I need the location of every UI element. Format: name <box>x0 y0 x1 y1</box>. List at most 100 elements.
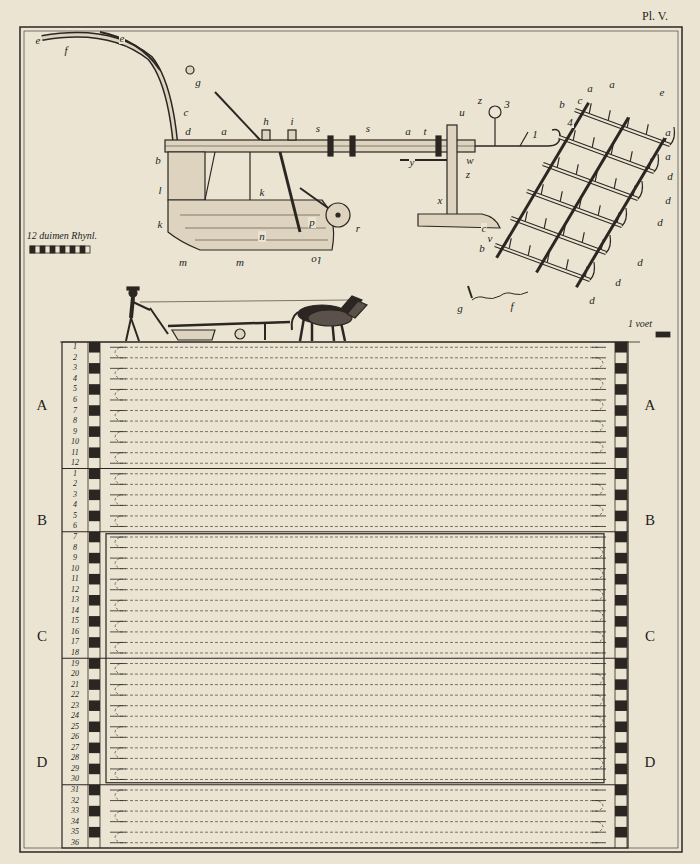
field-plan <box>62 658 628 659</box>
field-plan <box>110 695 126 696</box>
field-plan <box>615 785 627 796</box>
harrow-drawing <box>528 245 530 255</box>
field-plan <box>110 610 126 611</box>
field-plan <box>120 547 598 548</box>
field-plan <box>110 442 126 443</box>
field-plan <box>110 421 126 422</box>
plough-drawing <box>168 200 334 250</box>
plough-drawing <box>165 146 475 147</box>
field-plan <box>115 347 120 358</box>
field-plan <box>110 832 126 833</box>
row-number: 29 <box>70 765 80 773</box>
plough-drawing <box>280 152 300 232</box>
field-plan <box>115 537 120 548</box>
part-letter: m <box>178 257 188 268</box>
field-plan <box>615 743 627 754</box>
scale-bar <box>60 246 65 253</box>
part-letter: d <box>588 295 596 306</box>
row-number: 18 <box>70 649 80 657</box>
field-plan <box>120 726 598 727</box>
field-plan <box>89 722 100 733</box>
part-letter: c <box>577 95 584 106</box>
field-plan <box>89 469 100 480</box>
plough-drawing <box>288 130 296 140</box>
part-letter: z <box>465 169 471 180</box>
field-plan <box>110 716 126 717</box>
field-plan <box>110 705 126 706</box>
field-plan <box>110 758 126 759</box>
row-number: 8 <box>72 417 78 425</box>
part-letter: d <box>656 217 664 228</box>
field-plan <box>592 347 606 348</box>
field-letter: A <box>644 398 657 413</box>
field-plan <box>615 447 627 458</box>
field-plan <box>598 590 603 601</box>
field-plan <box>89 700 100 711</box>
harrow-drawing <box>537 118 629 273</box>
plough-drawing <box>350 136 355 156</box>
harrow-drawing <box>592 137 594 147</box>
field-plan <box>120 811 598 812</box>
part-letter: f <box>63 45 68 56</box>
harrow-drawing <box>525 211 527 221</box>
part-letter: a <box>586 83 594 94</box>
field-plan <box>615 679 627 690</box>
part-letter: m <box>235 257 245 268</box>
row-number: 23 <box>70 702 80 710</box>
plough-drawing <box>100 32 160 70</box>
row-number: 12 <box>70 586 80 594</box>
row-number: 3 <box>72 364 78 372</box>
field-plan <box>115 706 120 717</box>
plough-drawing <box>262 130 270 140</box>
scale-bar <box>70 246 75 253</box>
field-plan <box>110 347 126 348</box>
part-letter: s <box>315 123 321 134</box>
row-number: 2 <box>72 480 78 488</box>
field-plan <box>110 790 126 791</box>
field-plan <box>598 505 603 516</box>
harrow-drawing <box>557 157 559 167</box>
field-plan <box>110 800 126 801</box>
part-letter: 4 <box>566 117 574 128</box>
plough-drawing <box>336 213 340 217</box>
field-plan <box>120 631 598 632</box>
field-plan <box>106 534 604 783</box>
field-plan <box>115 495 120 506</box>
field-plan <box>592 431 606 432</box>
part-letter: o <box>310 253 318 264</box>
ploughman-scene <box>131 297 133 318</box>
field-plan <box>592 368 606 369</box>
field-plan <box>115 558 120 569</box>
field-plan <box>598 400 603 411</box>
field-plan <box>120 800 598 801</box>
field-plan <box>120 526 598 527</box>
part-letter: y <box>409 157 416 168</box>
ploughman-scene <box>133 302 150 310</box>
harrow-drawing <box>598 205 600 215</box>
field-plan <box>120 537 598 538</box>
field-plan <box>592 726 606 727</box>
row-number: 15 <box>70 617 80 625</box>
field-plan <box>89 827 100 838</box>
harrow-drawing <box>497 103 589 258</box>
field-plan <box>89 743 100 754</box>
part-letter: b <box>558 99 566 110</box>
scale-bar <box>50 246 55 253</box>
field-plan <box>110 431 126 432</box>
row-number: 36 <box>70 839 80 847</box>
part-letter: g <box>194 77 202 88</box>
field-plan <box>592 747 606 748</box>
field-plan <box>115 579 120 590</box>
field-plan <box>120 421 598 422</box>
harrow-drawing <box>560 191 562 201</box>
field-plan <box>592 832 606 833</box>
part-letter: a <box>664 151 672 162</box>
row-number: 27 <box>70 744 80 752</box>
field-plan <box>120 832 598 833</box>
ploughman-scene <box>347 301 367 318</box>
plate-frame <box>24 31 678 848</box>
part-letter: d <box>636 257 644 268</box>
row-number: 10 <box>70 438 80 446</box>
part-letter: a <box>664 127 672 138</box>
field-plan <box>598 548 603 559</box>
